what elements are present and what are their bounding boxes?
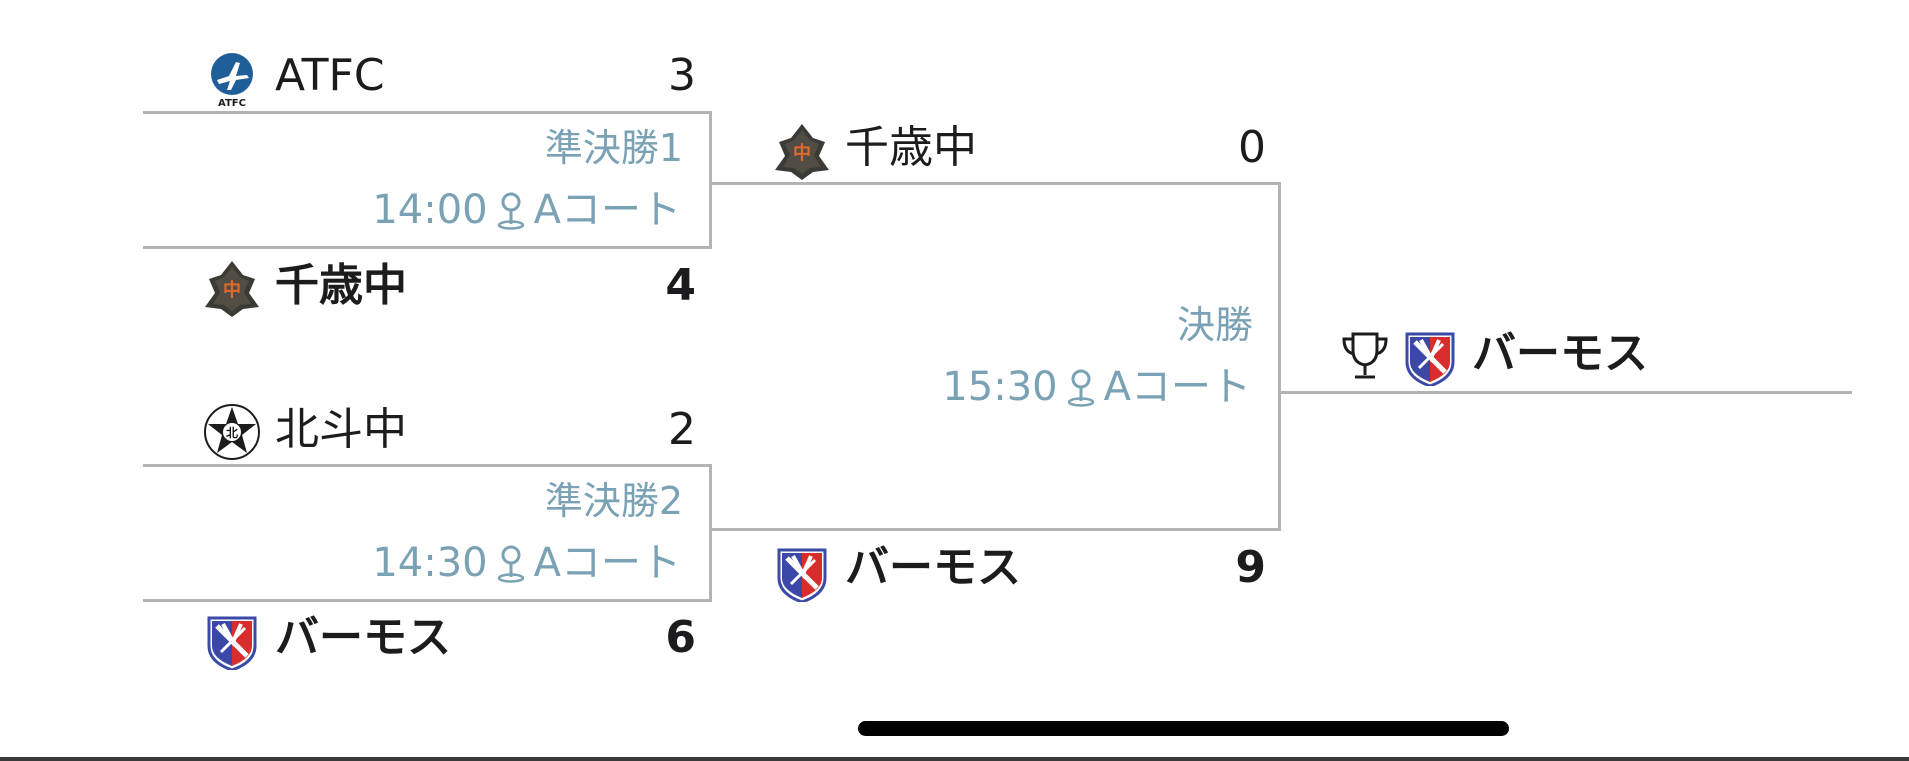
svg-text:北: 北 xyxy=(226,425,238,440)
vamos-logo xyxy=(1401,328,1459,386)
sf2-court: Aコート xyxy=(533,540,681,586)
home-indicator[interactable] xyxy=(858,721,1509,736)
bottom-divider xyxy=(0,757,1909,761)
sf1-bottom-team-name: 千歳中 xyxy=(275,260,407,311)
sf1-top-line xyxy=(143,111,712,114)
sf1-bottom-score: 4 xyxy=(665,260,696,311)
sf1-time: 14:00 xyxy=(372,187,488,233)
final-label: 決勝 xyxy=(1176,303,1253,347)
sf1-top-team-name: ATFC xyxy=(275,50,385,101)
sf1-connector-line xyxy=(709,182,1281,185)
sf2-label: 準決勝2 xyxy=(544,479,683,523)
final-time: 15:30 xyxy=(942,364,1058,410)
chitose-logo: 中 xyxy=(203,259,261,317)
hokuto-logo: 北 xyxy=(203,403,261,461)
sf1-label: 準決勝1 xyxy=(544,126,683,170)
vamos-logo xyxy=(773,544,831,602)
sf1-top-score: 3 xyxy=(668,50,696,101)
champion-team-name: バーモス xyxy=(1472,328,1648,379)
champion-line xyxy=(1278,391,1852,394)
final-court: Aコート xyxy=(1103,364,1251,410)
sf2-bottom-line xyxy=(143,599,712,602)
sf1-info: 14:00 Aコート xyxy=(372,185,681,235)
atfc-logo: ATFC xyxy=(203,50,261,109)
sf2-time: 14:30 xyxy=(372,540,488,586)
final-bottom-score: 9 xyxy=(1235,542,1266,593)
svg-text:中: 中 xyxy=(793,142,811,164)
sf2-info: 14:30 Aコート xyxy=(372,538,681,588)
chitose-logo: 中 xyxy=(773,122,831,180)
location-pin-icon xyxy=(1066,367,1096,407)
sf1-right-line xyxy=(709,111,712,249)
final-top-score: 0 xyxy=(1238,122,1266,173)
location-pin-icon xyxy=(496,190,526,230)
sf2-top-team-name: 北斗中 xyxy=(275,404,407,455)
location-pin-icon xyxy=(496,543,526,583)
final-right-line xyxy=(1278,182,1281,531)
final-bottom-team-name: バーモス xyxy=(845,542,1021,593)
svg-text:中: 中 xyxy=(223,279,241,301)
sf2-top-line xyxy=(143,464,712,467)
sf2-bottom-score: 6 xyxy=(665,612,696,663)
final-top-team-name: 千歳中 xyxy=(845,122,977,173)
sf2-top-score: 2 xyxy=(668,404,696,455)
final-info: 15:30 Aコート xyxy=(942,362,1251,412)
sf2-connector-line xyxy=(709,528,1281,531)
sf1-bottom-line xyxy=(143,246,712,249)
trophy-icon xyxy=(1340,330,1390,382)
sf1-court: Aコート xyxy=(533,187,681,233)
svg-text:ATFC: ATFC xyxy=(218,98,246,108)
vamos-logo xyxy=(203,612,261,670)
sf2-bottom-team-name: バーモス xyxy=(275,612,451,663)
sf2-right-line xyxy=(709,464,712,602)
